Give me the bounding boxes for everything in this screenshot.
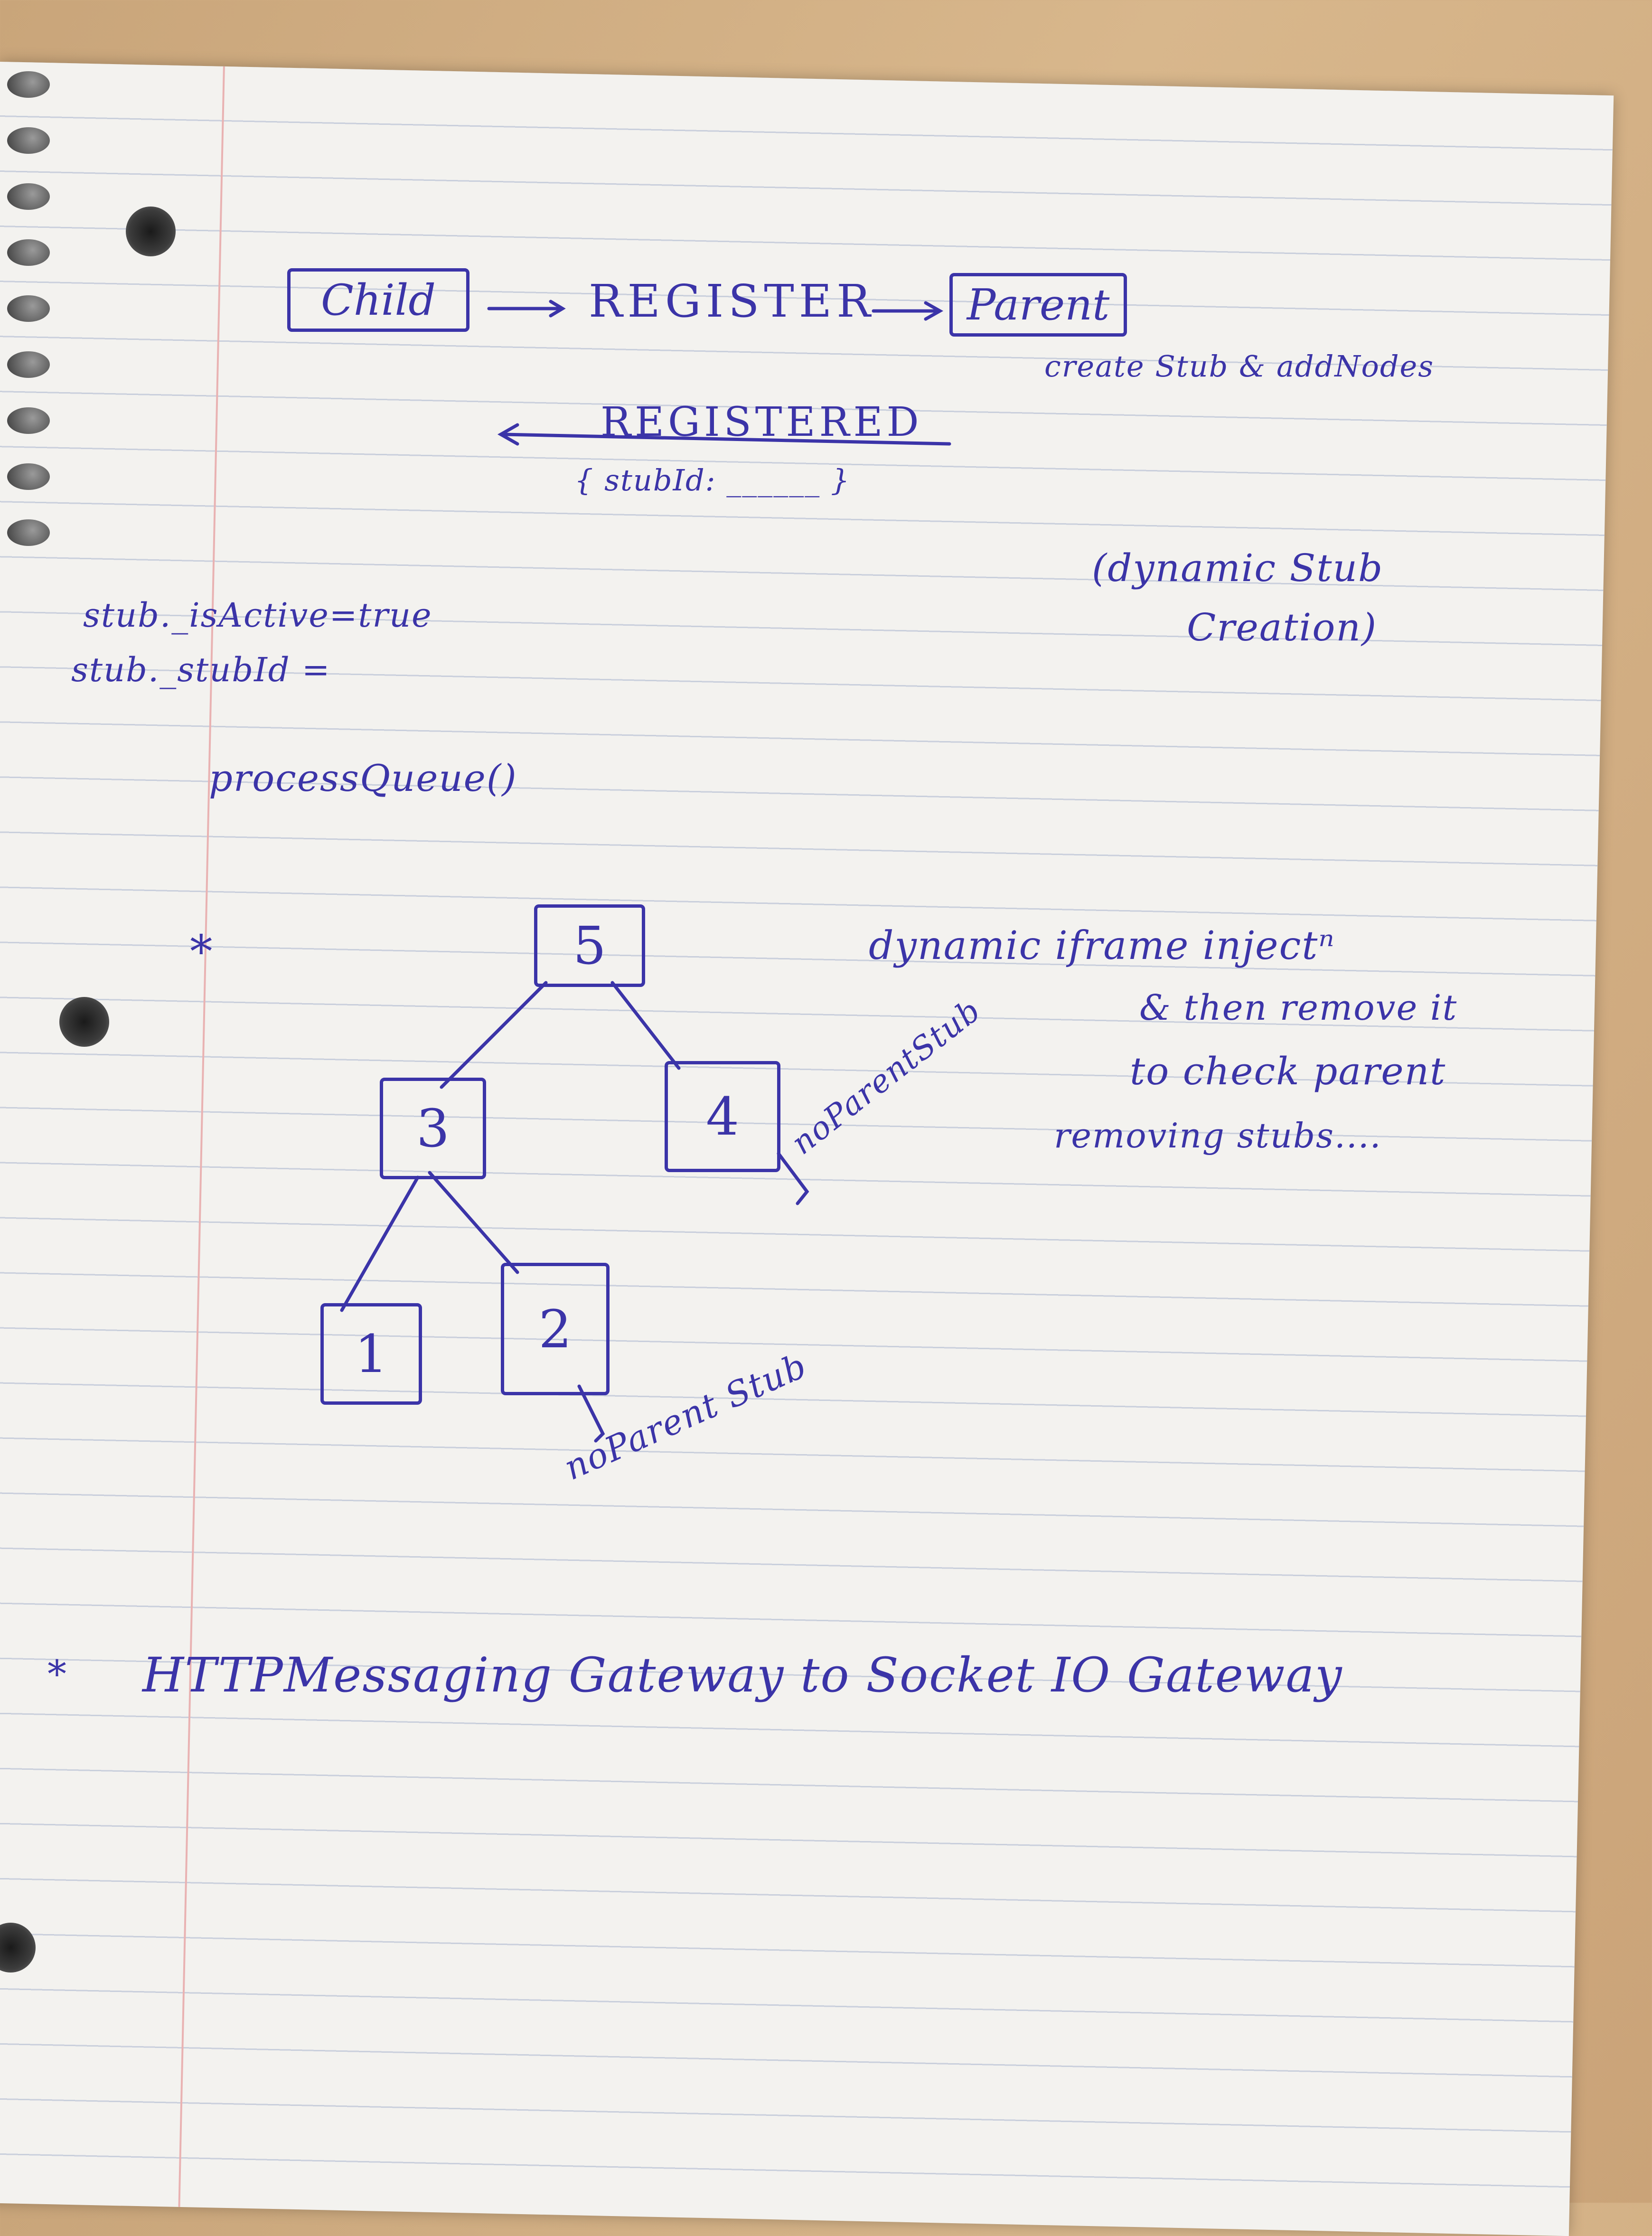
- spiral-ring: [7, 183, 50, 210]
- dynamic-note-line2: Creation): [1187, 605, 1378, 649]
- tree-node-5: 5: [534, 904, 645, 987]
- child-box: Child: [287, 268, 469, 332]
- spiral-ring: [7, 463, 50, 490]
- tree-node-label: 2: [538, 1298, 572, 1360]
- arrow-to-parent-head: [924, 301, 944, 321]
- code-line-1: stub._isActive=true: [83, 596, 432, 635]
- edge-5-3: [440, 981, 548, 1089]
- parent-note: create Stub & addNodes: [1044, 349, 1435, 384]
- tree-node-1: 1: [320, 1303, 422, 1405]
- parent-label: Parent: [967, 280, 1110, 330]
- edge-4-noparent: [777, 1152, 809, 1205]
- tree-node-3: 3: [380, 1078, 486, 1179]
- iframe-note-line1: dynamic iframe injectⁿ: [869, 923, 1335, 968]
- tree-node-label: 4: [706, 1086, 739, 1147]
- spiral-ring: [7, 239, 50, 266]
- punch-hole: [126, 207, 176, 256]
- edge-3-1: [340, 1175, 420, 1312]
- edge-2-noparent: [577, 1384, 605, 1443]
- spiral-binding: [0, 71, 57, 593]
- code-line-3: processQueue(): [209, 757, 517, 800]
- gateway-star: *: [47, 1652, 67, 1696]
- iframe-note-line4: removing stubs....: [1054, 1116, 1382, 1156]
- spiral-ring: [7, 407, 50, 434]
- stub-id-note: { stubId: ______ }: [574, 463, 851, 498]
- arrow-to-register-head: [549, 300, 566, 318]
- tree-star: *: [190, 926, 214, 978]
- iframe-note-line2: & then remove it: [1139, 987, 1458, 1028]
- arrow-registered: [501, 432, 951, 446]
- tree-node-4: 4: [665, 1061, 780, 1172]
- arrow-registered-head: [497, 423, 519, 446]
- punch-hole: [59, 997, 109, 1047]
- child-label: Child: [320, 275, 436, 325]
- code-line-2: stub._stubId =: [71, 650, 331, 689]
- parent-box: Parent: [949, 273, 1127, 337]
- spiral-ring: [7, 351, 50, 378]
- spiral-ring: [7, 519, 50, 546]
- tree-node-label: 5: [573, 915, 606, 976]
- tree-node-label: 1: [355, 1324, 388, 1384]
- edge-3-2: [428, 1171, 519, 1274]
- spiral-ring: [7, 71, 50, 98]
- gateway-note: HTTPMessaging Gateway to Socket IO Gatew…: [142, 1647, 1343, 1703]
- register-label: REGISTER: [589, 275, 875, 328]
- tree-node-2: 2: [501, 1263, 610, 1395]
- dynamic-note-line1: (dynamic Stub: [1092, 546, 1384, 590]
- tree-node-label: 3: [416, 1098, 450, 1159]
- spiral-ring: [7, 127, 50, 154]
- spiral-ring: [7, 295, 50, 322]
- edge-5-4: [610, 981, 681, 1070]
- iframe-note-line3: to check parent: [1130, 1049, 1446, 1093]
